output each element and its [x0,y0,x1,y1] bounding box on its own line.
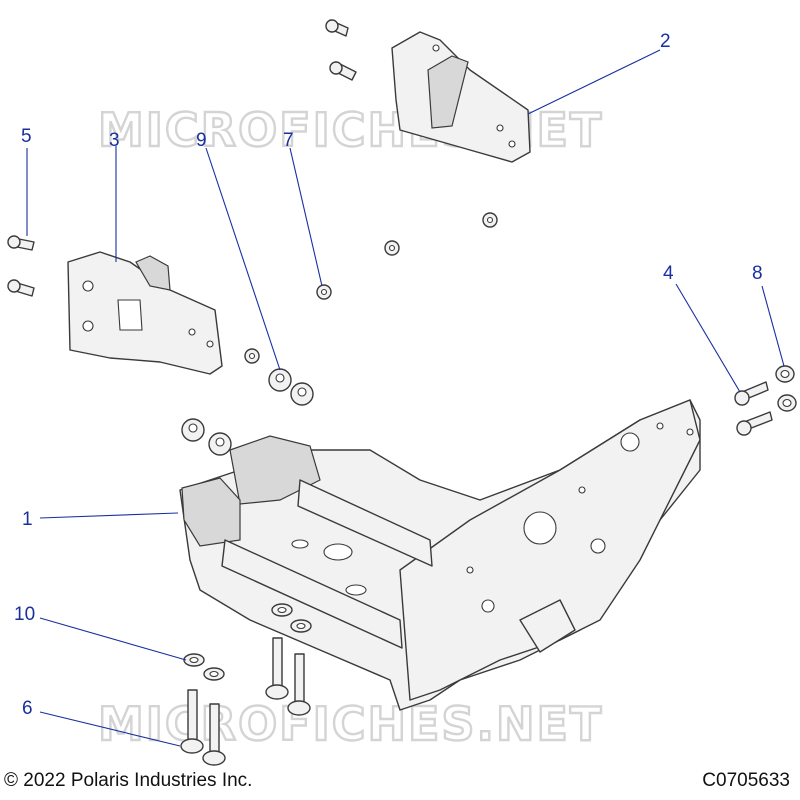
washer-8-b [777,394,797,412]
washer-10-a [271,603,293,617]
nut-7-a [482,212,498,228]
callout-6: 6 [22,698,33,719]
leader-1 [39,512,179,519]
nut-9-d [208,432,232,456]
nut-7-c [316,284,332,300]
nut-9-c [181,418,205,442]
callout-10: 10 [14,604,35,625]
nut-7-b [384,240,400,256]
callout-2: 2 [660,31,671,52]
leader-10 [39,617,187,661]
bolt-5-lower [7,279,35,297]
leader-7 [289,147,323,287]
nut-9-a [268,368,292,392]
copyright-notice: © 2022 Polaris Industries Inc. [4,770,253,791]
bolt-6-c [180,689,204,754]
drawing-number: C0705633 [702,770,790,791]
part-1-frame [179,399,701,711]
leader-6 [39,711,181,747]
bolt-6-a [265,637,289,700]
bolt-4-b [736,411,773,436]
callout-1: 1 [22,509,33,530]
nut-7-d [244,348,260,364]
bolt-top-2 [329,61,357,81]
callout-9: 9 [196,130,207,151]
leader-8 [761,285,785,367]
callout-7: 7 [283,130,294,151]
watermark-bottom: MICROFICHES.NET [98,697,603,751]
leader-9 [205,147,281,371]
bolt-5-upper [7,235,35,251]
bolt-top-1 [325,19,349,37]
callout-3: 3 [109,130,120,151]
bolt-6-b [287,653,311,716]
nut-9-b [290,382,314,406]
leader-2 [527,49,661,115]
part-2-bracket [391,31,531,163]
washer-10-b [290,619,312,633]
part-3-bracket [67,251,223,375]
washer-10-c [183,653,205,667]
callout-8: 8 [752,263,763,284]
washer-8-a [775,365,795,383]
washer-10-d [203,667,225,681]
leader-4 [675,283,741,393]
bolt-6-d [202,703,226,766]
callout-4: 4 [663,263,674,284]
callout-5: 5 [21,126,32,147]
bolt-4-a [734,381,769,406]
